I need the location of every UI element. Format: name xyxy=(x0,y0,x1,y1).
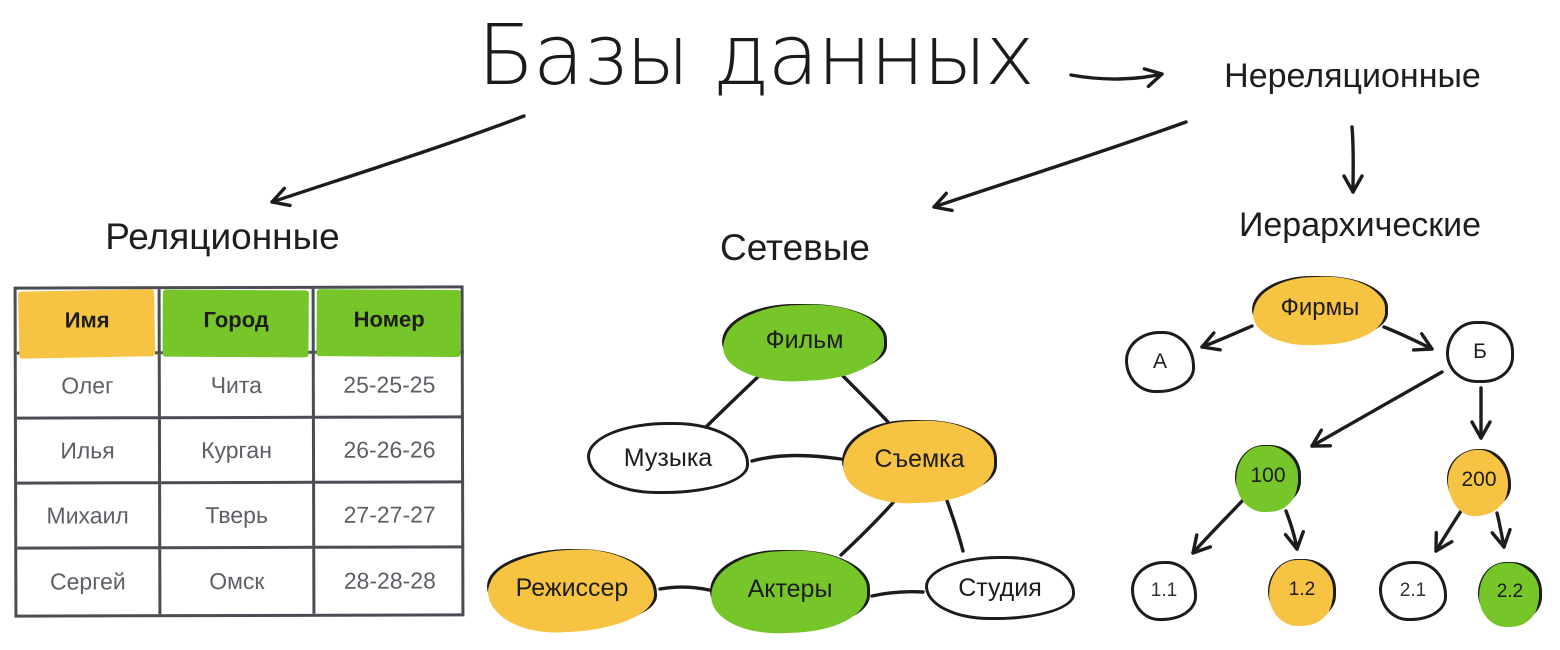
network-node-studio: Студия xyxy=(925,556,1075,620)
tree-node-a: А xyxy=(1125,331,1195,393)
edge-shooting-studio xyxy=(944,496,965,553)
edge-actors-studio xyxy=(870,589,925,598)
arrow-firms-to-a xyxy=(1200,324,1254,352)
network-heading: Сетевые xyxy=(719,227,870,268)
table-cell: 28-28-28 xyxy=(343,567,436,594)
tree-node-2-1: 2.1 xyxy=(1379,561,1447,621)
arrow-title-to-nonrelational xyxy=(1069,67,1164,89)
tree-node-b: Б xyxy=(1446,321,1514,383)
edge-film-music xyxy=(704,371,764,429)
edge-director-actors xyxy=(658,585,711,592)
table-cell: Тверь xyxy=(161,483,316,550)
arrow-title-to-relational xyxy=(270,114,526,208)
relational-heading: Реляционные xyxy=(105,216,340,257)
arrow-100-to-1-1 xyxy=(1191,497,1246,555)
tree-node-1-1: 1.1 xyxy=(1131,561,1197,621)
page-title: Базы данных xyxy=(477,6,1035,104)
network-node-music: Музыка xyxy=(587,422,749,494)
arrow-nonrelational-to-hierarchical xyxy=(1342,125,1364,194)
table-cell: Чита xyxy=(160,353,315,420)
table-cell: Илья xyxy=(16,419,162,485)
table-cell: Омск xyxy=(161,548,316,615)
table-cell: 25-25-25 xyxy=(314,353,464,419)
tree-node-200: 200 xyxy=(1446,448,1511,518)
relational-table: Имя Город Номер Олег Чита 25-25-25 Илья … xyxy=(13,285,465,618)
table-cell: 27-27-27 xyxy=(315,483,465,549)
hierarchical-heading: Иерархические xyxy=(1238,206,1482,244)
arrow-200-to-2-1 xyxy=(1434,509,1463,553)
network-node-shooting: Съемка xyxy=(841,417,997,507)
table-header-number: Номер xyxy=(314,288,464,358)
network-node-director: Режиссер xyxy=(486,546,657,636)
arrow-200-to-2-2 xyxy=(1490,511,1512,549)
network-node-film: Фильм xyxy=(721,301,887,385)
edge-shooting-actors xyxy=(839,495,900,557)
arrow-nonrelational-to-network xyxy=(932,120,1188,213)
table-cell: 26-26-26 xyxy=(314,418,465,484)
table-cell: Олег xyxy=(16,354,161,420)
arrow-b-to-100 xyxy=(1310,370,1444,448)
tree-node-100: 100 xyxy=(1234,444,1301,514)
table-cell: Курган xyxy=(160,418,316,485)
arrow-firms-to-b xyxy=(1382,325,1434,352)
table-cell: Михаил xyxy=(17,484,162,550)
non-relational-heading: Нереляционные xyxy=(1224,57,1481,95)
edge-music-shooting xyxy=(750,453,843,463)
arrow-100-to-1-2 xyxy=(1283,509,1305,551)
table-header-city: Город xyxy=(160,288,315,358)
tree-node-1-2: 1.2 xyxy=(1267,558,1336,628)
table-header-name: Имя xyxy=(16,289,161,359)
network-node-actors: Актеры xyxy=(709,547,870,637)
edge-film-shooting xyxy=(839,372,890,424)
tree-node-firms: Фирмы xyxy=(1251,274,1388,348)
tree-node-2-2: 2.2 xyxy=(1477,561,1542,629)
table-cell: Сергей xyxy=(17,549,162,615)
